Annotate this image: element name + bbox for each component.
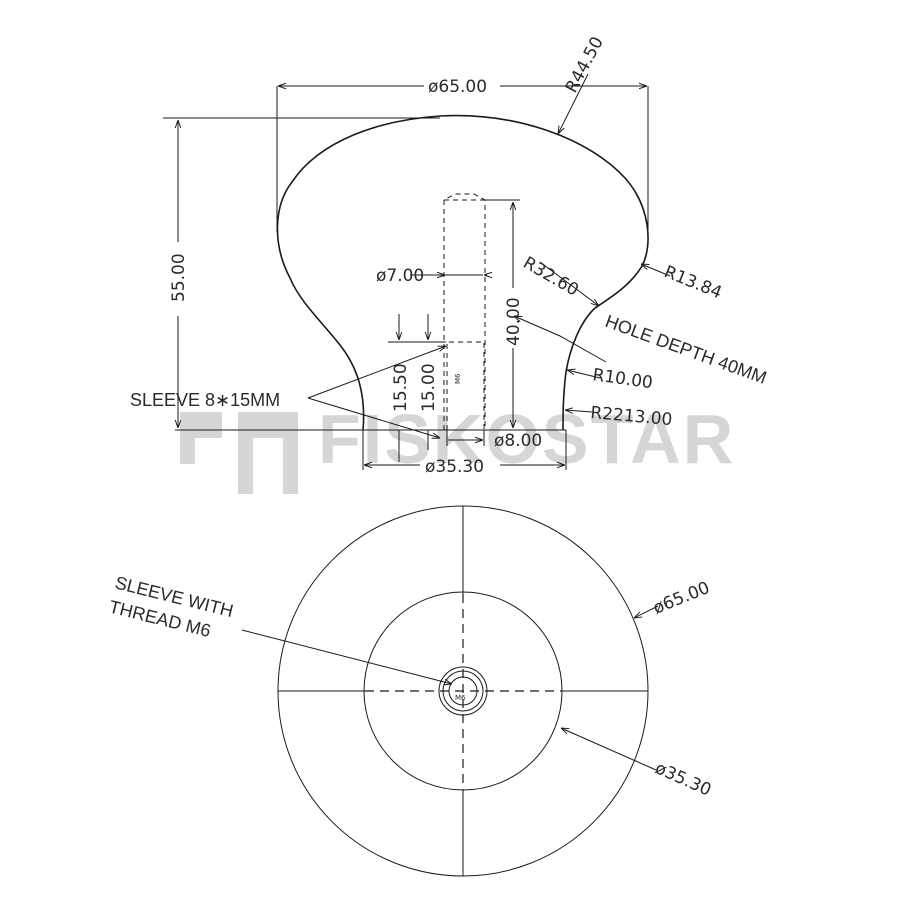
sleeve-offset-a-label: 15.50 <box>391 363 411 412</box>
leader-hole-depth-note <box>514 316 607 363</box>
hole-outline <box>443 193 486 430</box>
height-label: 55.00 <box>169 253 189 302</box>
knob-outline <box>276 114 649 431</box>
leader-top-radius <box>558 73 589 134</box>
sleeve-note: SLEEVE 8∗15MM <box>130 390 280 410</box>
base-diameter-label: ø35.30 <box>425 457 484 477</box>
leader-radius-shoulder <box>641 264 671 277</box>
leader-sleeve-thread <box>241 629 452 684</box>
top-radius-label: R44.50 <box>562 34 608 97</box>
hole-diameter-label: ø7.00 <box>376 266 424 286</box>
inner-diameter-label: ø35.30 <box>652 758 714 800</box>
leader-inner-diameter <box>561 728 657 771</box>
leader-sleeve-b <box>307 346 446 399</box>
radius-upper-label: R32.60 <box>520 253 582 301</box>
leader-outer-diameter <box>634 605 659 618</box>
leader-radius-neck <box>567 370 601 379</box>
sleeve-diameter-label: ø8.00 <box>494 431 542 451</box>
hole-depth-value-label: 40.00 <box>504 297 524 346</box>
radius-shoulder-label: R13.84 <box>661 262 725 303</box>
top-view: M6 ø65.00 ø35.30 SLEEVE WITH THREAD M6 <box>107 505 714 877</box>
radius-neck-label: R10.00 <box>591 365 654 393</box>
outer-diameter-label: ø65.00 <box>650 578 712 619</box>
leader-sleeve-a <box>307 397 440 438</box>
top-thread-mark: M6 <box>455 694 466 702</box>
leader-radius-upper <box>539 261 599 306</box>
leader-radius-base <box>565 410 593 412</box>
top-diameter-label: ø65.00 <box>428 77 487 97</box>
side-thread-mark: M6 <box>454 373 462 384</box>
sleeve-offset-b-label: 15.00 <box>419 363 439 412</box>
watermark-logo-icon <box>180 412 298 494</box>
